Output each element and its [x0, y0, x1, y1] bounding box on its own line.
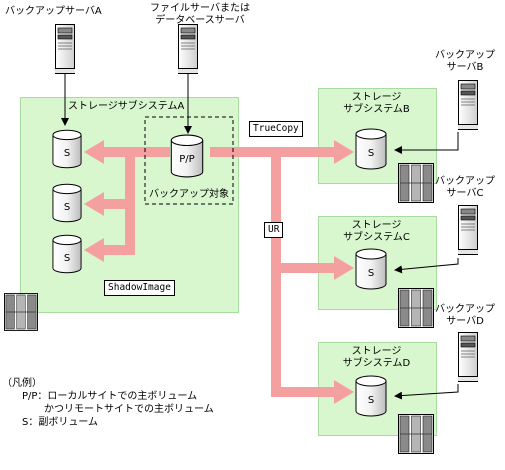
- storage-a-label: ストレージサブシステムA: [68, 101, 185, 112]
- storage-c-label: ストレージ サブシステムC: [343, 220, 410, 243]
- rack-c-icon: [398, 288, 434, 328]
- server-a-label: バックアップサーバA: [5, 6, 102, 17]
- backup-target-label: バックアップ対象: [149, 189, 229, 200]
- legend-title: （凡例）: [2, 378, 42, 389]
- server-file-db-icon: [178, 24, 198, 74]
- legend-pp-line1: P/P：ローカルサイトでの主ボリューム: [22, 391, 198, 402]
- legend-pp-line2: かつリモートサイトでの主ボリューム: [44, 404, 214, 415]
- volume-pp-label: P/P: [179, 154, 195, 165]
- server-file-db-label: ファイルサーバまたは データベースサーバ: [150, 3, 250, 26]
- truecopy-tag: TrueCopy: [249, 121, 303, 137]
- volume-s-c-label: S: [367, 268, 375, 279]
- rack-a-icon: [4, 293, 38, 331]
- volume-s-a2-label: S: [63, 202, 71, 213]
- server-c-label: バックアップ サーバC: [435, 176, 495, 199]
- volume-s-a1-label: S: [63, 148, 71, 159]
- replication-arrows: [84, 140, 354, 404]
- server-d-icon: [458, 332, 478, 382]
- ur-tag: UR: [264, 222, 284, 238]
- volume-s-d-label: S: [367, 395, 375, 406]
- server-b-label: バックアップ サーバB: [435, 50, 495, 73]
- shadowimage-tag: ShadowImage: [104, 280, 175, 296]
- volume-s-a3-label: S: [63, 253, 71, 264]
- server-c-icon: [458, 205, 478, 255]
- rack-d-icon: [398, 414, 434, 454]
- storage-d-label: ストレージ サブシステムD: [342, 346, 411, 369]
- server-b-icon: [458, 80, 478, 130]
- rack-b-icon: [398, 163, 434, 203]
- backup-target-box: [144, 116, 234, 205]
- volume-s-b-label: S: [367, 148, 375, 159]
- legend-s-line: S：副ボリューム: [22, 417, 99, 428]
- server-d-label: バックアップ サーバD: [435, 304, 495, 327]
- storage-b-label: ストレージ サブシステムB: [343, 92, 410, 115]
- server-a-icon: [55, 24, 75, 74]
